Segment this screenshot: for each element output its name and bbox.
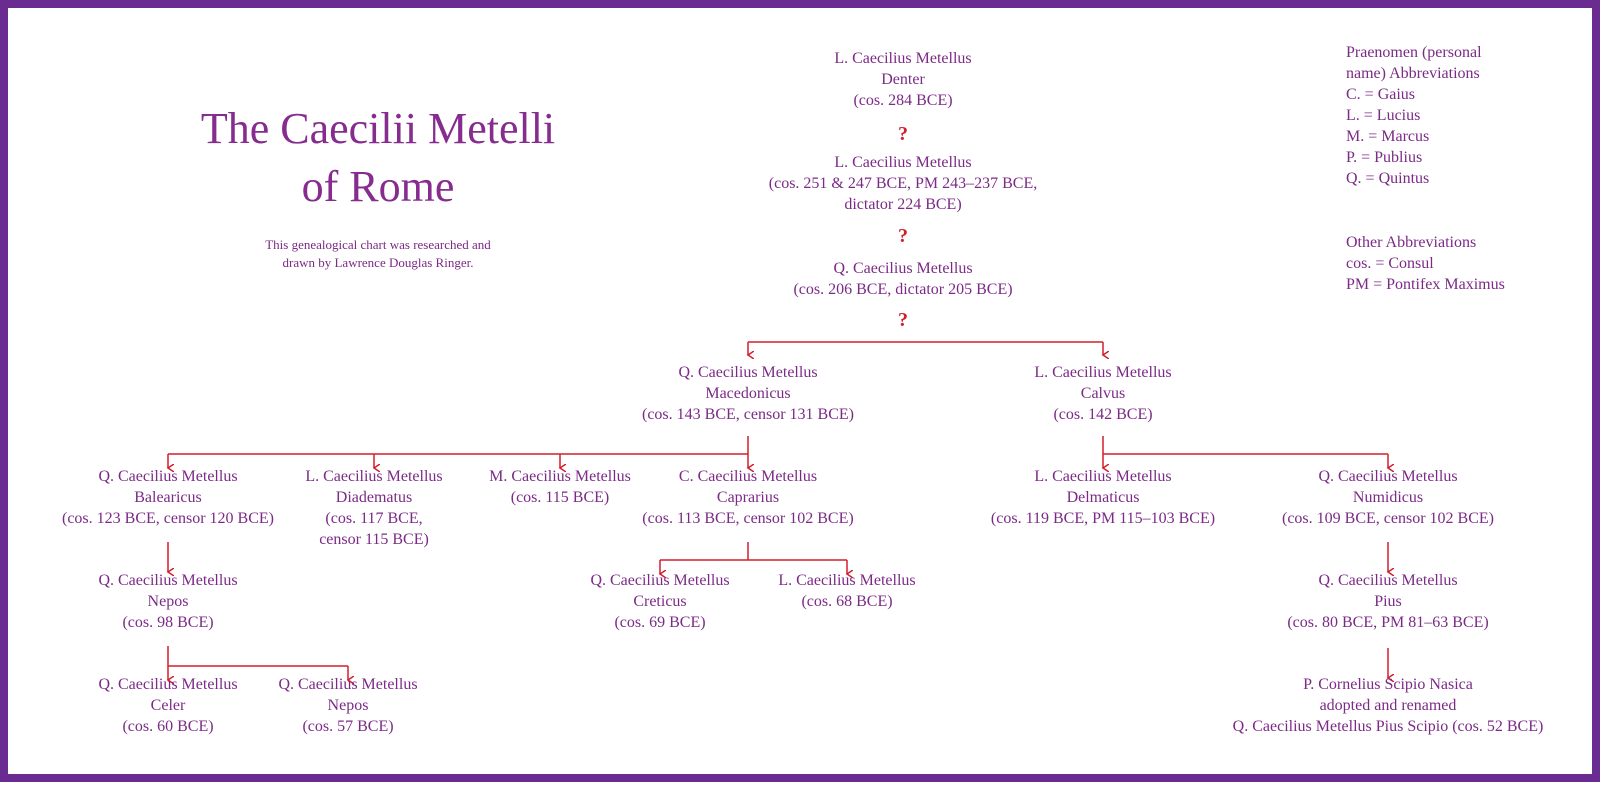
legend-praenomen-heading-2: name) Abbreviations (1346, 65, 1480, 82)
node-cognomen: Denter (881, 71, 925, 88)
node-celer: Q. Caecilius Metellus Celer (cos. 60 BCE… (18, 674, 318, 737)
node-name: P. Cornelius Scipio Nasica (1303, 676, 1473, 693)
legend-other: Other Abbreviations cos. = Consul PM = P… (1346, 232, 1505, 295)
node-offices: (cos. 115 BCE) (510, 489, 610, 506)
node-offices: (cos. 123 BCE, censor 120 BCE) (62, 510, 274, 527)
legend-other-heading: Other Abbreviations (1346, 234, 1477, 251)
node-offices: (cos. 57 BCE) (302, 718, 394, 735)
legend-item-lucius: L. = Lucius (1346, 107, 1421, 124)
node-denter: L. Caecilius Metellus Denter (cos. 284 B… (753, 48, 1053, 111)
node-note: adopted and renamed (1319, 697, 1457, 714)
node-quintus-206: Q. Caecilius Metellus (cos. 206 BCE, dic… (753, 258, 1053, 300)
node-scipio: P. Cornelius Scipio Nasica adopted and r… (1188, 674, 1588, 737)
node-cognomen: Caprarius (716, 489, 780, 506)
node-name: Q. Caecilius Metellus (98, 676, 238, 693)
node-cognomen: Celer (150, 697, 186, 714)
node-offices: (cos. 284 BCE) (853, 92, 953, 109)
node-name: Q. Caecilius Metellus (278, 676, 418, 693)
node-offices-cont: dictator 224 BCE) (844, 196, 962, 213)
node-cognomen: Numidicus (1352, 489, 1424, 506)
legend-item-consul: cos. = Consul (1346, 255, 1434, 272)
node-offices: (cos. 113 BCE, censor 102 BCE) (642, 510, 854, 527)
node-name: L. Caecilius Metellus (778, 572, 916, 589)
node-name: Q. Caecilius Metellus (98, 468, 238, 485)
node-nepos-98: Q. Caecilius Metellus Nepos (cos. 98 BCE… (18, 570, 318, 633)
node-offices: (cos. 69 BCE) (614, 614, 706, 631)
node-offices: (cos. 98 BCE) (122, 614, 214, 631)
uncertain-descent-mark-3: ? (898, 309, 908, 331)
node-macedonicus: Q. Caecilius Metellus Macedonicus (cos. … (598, 362, 898, 425)
node-name: L. Caecilius Metellus (834, 50, 972, 67)
node-lucius-68: L. Caecilius Metellus (cos. 68 BCE) (697, 570, 997, 612)
node-delmaticus: L. Caecilius Metellus Delmaticus (cos. 1… (953, 466, 1253, 529)
node-offices: (cos. 109 BCE, censor 102 BCE) (1282, 510, 1494, 527)
node-calvus: L. Caecilius Metellus Calvus (cos. 142 B… (953, 362, 1253, 425)
legend-item-pontifex: PM = Pontifex Maximus (1346, 276, 1505, 293)
legend-item-gaius: C. = Gaius (1346, 86, 1416, 103)
node-offices: (cos. 206 BCE, dictator 205 BCE) (793, 281, 1013, 298)
node-caprarius: C. Caecilius Metellus Caprarius (cos. 11… (598, 466, 898, 529)
node-offices: (cos. 251 & 247 BCE, PM 243–237 BCE, (768, 175, 1038, 192)
node-cognomen: Diadematus (335, 489, 413, 506)
node-nepos-57: Q. Caecilius Metellus Nepos (cos. 57 BCE… (198, 674, 498, 737)
node-numidicus: Q. Caecilius Metellus Numidicus (cos. 10… (1238, 466, 1538, 529)
node-name: Q. Caecilius Metellus (590, 572, 730, 589)
node-cognomen: Pius (1374, 593, 1402, 610)
node-cognomen: Creticus (633, 593, 687, 610)
node-name: Q. Caecilius Metellus (678, 364, 818, 381)
node-cognomen: Macedonicus (705, 385, 791, 402)
legend-praenomen: Praenomen (personal name) Abbreviations … (1346, 42, 1482, 189)
legend-praenomen-heading-1: Praenomen (personal (1346, 44, 1482, 61)
legend-item-marcus: M. = Marcus (1346, 128, 1430, 145)
node-offices: (cos. 119 BCE, PM 115–103 BCE) (990, 510, 1216, 527)
node-offices: (cos. 68 BCE) (801, 593, 893, 610)
node-name: Q. Caecilius Metellus (1318, 468, 1458, 485)
legend-item-quintus: Q. = Quintus (1346, 170, 1430, 187)
node-cognomen: Balearicus (134, 489, 202, 506)
node-marcus-115: M. Caecilius Metellus (cos. 115 BCE) (410, 466, 710, 508)
chart-credit-line-2: drawn by Lawrence Douglas Ringer. (282, 255, 474, 270)
node-name: Q. Caecilius Metellus (98, 572, 238, 589)
node-cognomen: Nepos (327, 697, 369, 714)
uncertain-descent-mark-2: ? (898, 225, 908, 247)
node-offices: (cos. 117 BCE, (325, 510, 423, 527)
node-name: C. Caecilius Metellus (678, 468, 818, 485)
chart-title-line-2: of Rome (301, 162, 455, 211)
node-name: L. Caecilius Metellus (834, 154, 972, 171)
node-balearicus: Q. Caecilius Metellus Balearicus (cos. 1… (18, 466, 318, 529)
node-offices: (cos. 60 BCE) (122, 718, 214, 735)
chart-credit-line-1: This genealogical chart was researched a… (265, 237, 491, 252)
node-name: L. Caecilius Metellus (1034, 468, 1172, 485)
node-offices: (cos. 143 BCE, censor 131 BCE) (642, 406, 854, 423)
chart-title-line-1: The Caecilii Metelli (200, 104, 556, 153)
node-name: L. Caecilius Metellus (305, 468, 443, 485)
uncertain-descent-mark-1: ? (898, 123, 908, 145)
node-cognomen: Delmaticus (1066, 489, 1140, 506)
connector-lines (8, 341, 1600, 790)
node-cognomen: Nepos (147, 593, 189, 610)
legend-item-publius: P. = Publius (1346, 149, 1423, 166)
node-name: L. Caecilius Metellus (1034, 364, 1172, 381)
node-cognomen: Calvus (1080, 385, 1126, 402)
node-name: M. Caecilius Metellus (489, 468, 631, 485)
node-offices-cont: censor 115 BCE) (319, 531, 429, 548)
node-lucius-251: L. Caecilius Metellus (cos. 251 & 247 BC… (753, 152, 1053, 215)
node-offices: (cos. 142 BCE) (1053, 406, 1153, 423)
chart-title: The Caecilii Metelli of Rome (158, 100, 598, 216)
node-diadematus: L. Caecilius Metellus Diadematus (cos. 1… (224, 466, 524, 550)
node-name: Q. Caecilius Metellus (1318, 572, 1458, 589)
node-creticus: Q. Caecilius Metellus Creticus (cos. 69 … (510, 570, 810, 633)
chart-credit: This genealogical chart was researched a… (228, 236, 528, 272)
node-offices: (cos. 80 BCE, PM 81–63 BCE) (1287, 614, 1489, 631)
node-new-name: Q. Caecilius Metellus Pius Scipio (cos. … (1232, 718, 1544, 735)
node-name: Q. Caecilius Metellus (833, 260, 973, 277)
node-pius: Q. Caecilius Metellus Pius (cos. 80 BCE,… (1238, 570, 1538, 633)
